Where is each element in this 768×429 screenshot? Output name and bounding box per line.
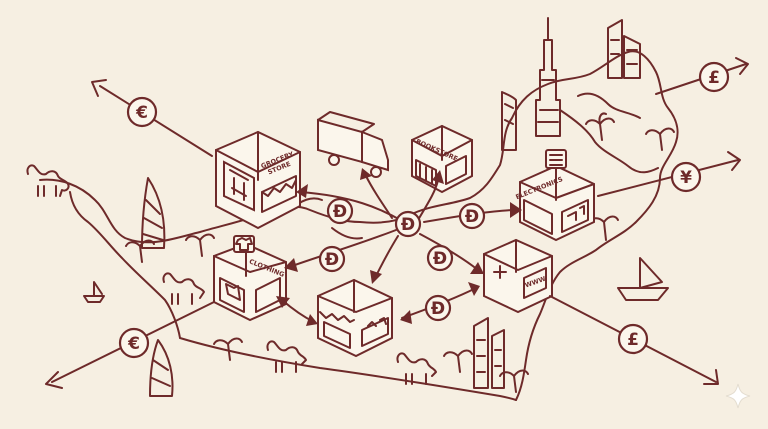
euro-symbol: € [135,103,148,123]
camel-icon [26,164,437,385]
dirham-coin: Đ [318,245,346,273]
pound-coin: £ [617,323,649,355]
dirham-symbol: Đ [431,299,445,319]
dirham-coin: Đ [326,197,354,225]
pound-coin: £ [698,61,730,93]
skyscraper-icon [501,17,641,151]
market-store-building [317,278,393,358]
pound-symbol: £ [708,68,720,88]
euro-coin: € [118,327,150,359]
euro-symbol: € [127,334,140,354]
dirham-coin: Đ [424,294,452,322]
skyscraper-icon [141,177,174,397]
dirham-symbol: Đ [465,207,479,227]
palm-icon [125,112,675,393]
sparkle-icon [725,383,751,409]
dirham-symbol: Đ [433,249,447,269]
pound-symbol: £ [627,330,639,350]
dirham-coin: Đ [426,244,454,272]
dirham-symbol: Đ [401,215,415,235]
dirham-coin: Đ [458,202,486,230]
grocery-store-building: GROCERY STORE [215,130,301,230]
electronics-store-building: ELECTRONICS [514,149,595,242]
bookstore-building: BOOKSTORE [411,124,473,194]
truck-icon [317,111,389,178]
trade-arrows [276,168,522,326]
inner-border-west [69,191,181,339]
euro-coin: € [126,96,158,128]
online-store-building: WWW [483,238,553,314]
clothing-store-building: CLOTHING [213,235,287,322]
inner-border [179,337,517,401]
boat-icon [83,257,669,303]
yen-coin: ¥ [670,161,702,193]
yen-symbol: ¥ [680,168,692,188]
dirham-coin: Đ [394,210,422,238]
dirham-symbol: Đ [333,202,347,222]
dirham-symbol: Đ [325,250,339,270]
skyscraper-icon [473,317,505,389]
